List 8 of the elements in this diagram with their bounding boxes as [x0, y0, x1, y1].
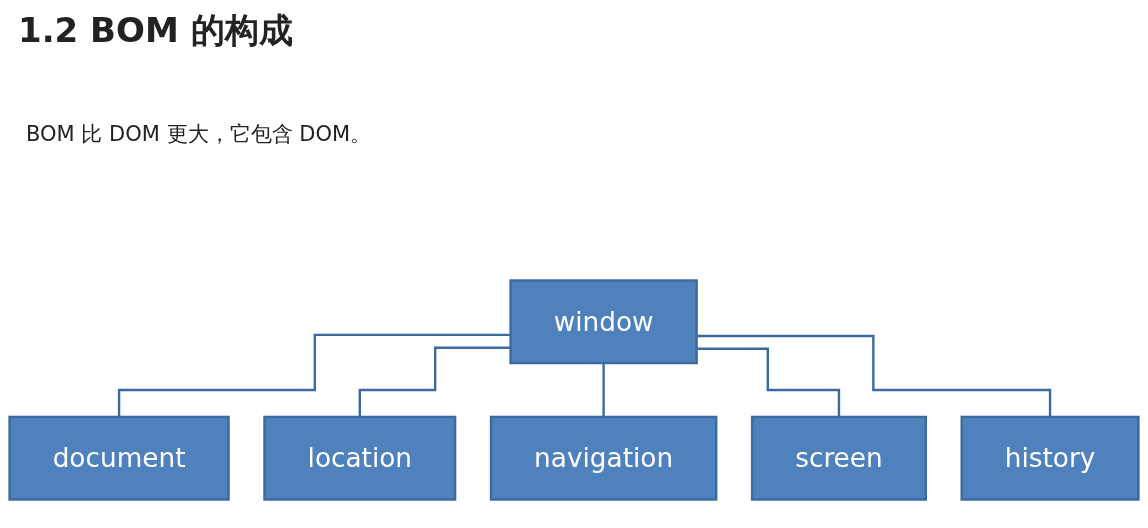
node-box: location: [263, 415, 457, 501]
node-box: document: [8, 415, 230, 501]
node-box: screen: [750, 415, 927, 501]
node-box: history: [960, 415, 1140, 501]
slide-title: 1.2 BOM 的构成: [18, 9, 293, 52]
node-box: window: [509, 279, 698, 365]
note-text: BOM 比 DOM 更大，它包含 DOM。: [26, 121, 372, 148]
node-box: navigation: [489, 415, 718, 501]
